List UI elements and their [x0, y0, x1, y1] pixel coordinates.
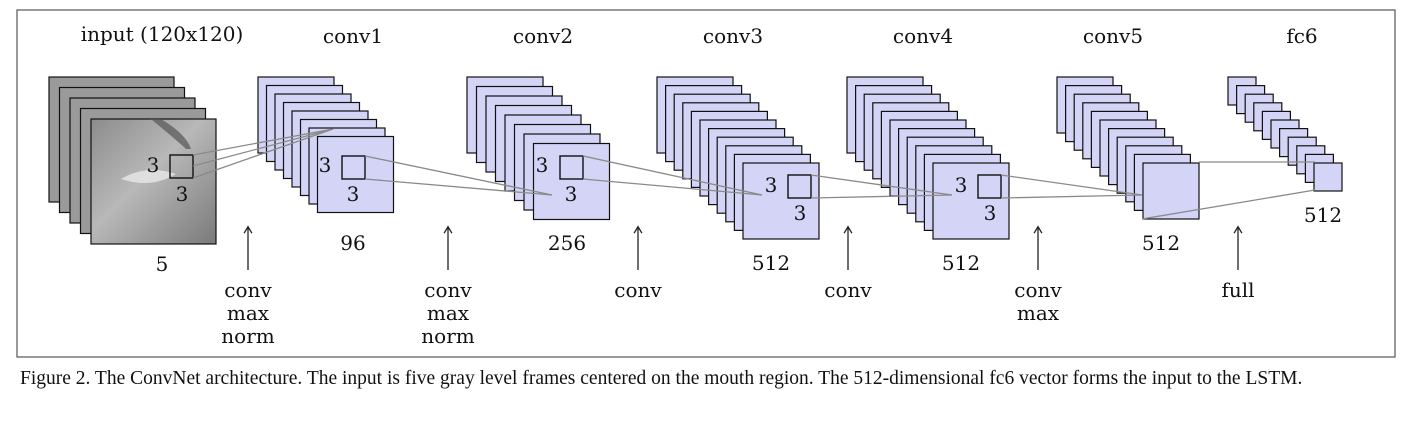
title-input: input (120x120): [81, 22, 244, 46]
feature-map-sheet: [316, 135, 395, 214]
conv4-maps: [846, 76, 1010, 240]
title-conv3: conv3: [703, 24, 763, 48]
kernel-label-conv4-h: 3: [955, 173, 968, 197]
count-conv1: 96: [340, 231, 365, 255]
lip-shadow: [151, 119, 191, 149]
count-conv5: 512: [1142, 231, 1180, 255]
title-conv4: conv4: [893, 24, 953, 48]
kernel-window-conv2: [559, 155, 584, 180]
kernel-label-conv3-w: 3: [794, 201, 807, 225]
fc6-units: [1227, 76, 1343, 192]
kernel-window-conv4: [977, 174, 1002, 199]
kernel-label-input-w: 3: [176, 182, 189, 206]
feature-map-sheet: [1313, 162, 1343, 192]
kernel-label-conv2-h: 3: [536, 153, 549, 177]
op-3-line-1: conv: [614, 278, 662, 302]
op-5-line-1: conv: [1014, 278, 1062, 302]
op-2-line-2: max: [427, 301, 470, 325]
op-6-line-1: full: [1221, 278, 1254, 302]
mouth-highlight: [121, 170, 176, 183]
feature-map-sheet: [1142, 162, 1200, 220]
op-4-line-1: conv: [824, 278, 872, 302]
input-frames: [48, 76, 217, 245]
op-5-line-2: max: [1017, 301, 1060, 325]
conv5-maps: [1056, 76, 1200, 220]
kernel-label-input-h: 3: [147, 153, 160, 177]
kernel-label-conv4-w: 3: [984, 201, 997, 225]
op-1-line-3: norm: [221, 324, 274, 348]
figure-border: [16, 9, 1396, 358]
op-1-line-1: conv: [224, 278, 272, 302]
title-conv5: conv5: [1083, 24, 1143, 48]
op-1-line-2: max: [227, 301, 270, 325]
kernel-label-conv1-w: 3: [347, 182, 360, 206]
conv1-maps: [257, 76, 395, 214]
op-2-line-1: conv: [424, 278, 472, 302]
kernel-label-conv1-h: 3: [319, 153, 332, 177]
op-2-line-3: norm: [421, 324, 474, 348]
kernel-label-conv2-w: 3: [565, 182, 578, 206]
kernel-window-conv3: [787, 174, 812, 199]
figure-caption: Figure 2. The ConvNet architecture. The …: [20, 368, 1303, 389]
kernel-window-conv1: [341, 155, 366, 180]
title-conv2: conv2: [513, 24, 573, 48]
operation-arrows: [243, 225, 1243, 270]
count-conv4: 512: [942, 251, 980, 275]
title-conv1: conv1: [323, 24, 383, 48]
count-conv2: 256: [548, 231, 586, 255]
kernel-window-input: [169, 154, 194, 179]
title-fc6: fc6: [1286, 24, 1317, 48]
kernel-label-conv3-h: 3: [765, 173, 778, 197]
count-fc6: 512: [1304, 203, 1342, 227]
conv2-maps: [466, 76, 611, 221]
connection-lines: [192, 128, 1316, 220]
count-conv3: 512: [752, 251, 790, 275]
count-input: 5: [156, 252, 169, 276]
